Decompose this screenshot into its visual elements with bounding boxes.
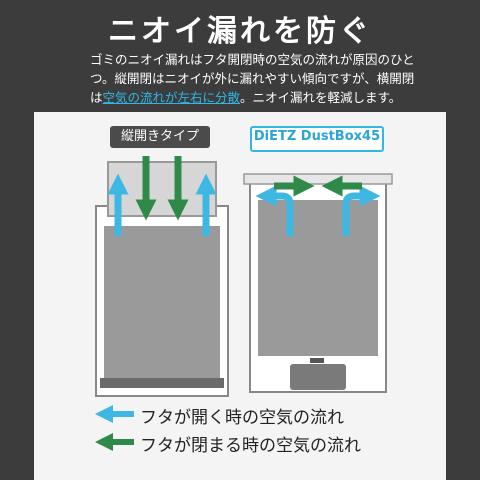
dietz-bin (243, 173, 393, 393)
legend-open: フタが開く時の空気の流れ (94, 401, 414, 431)
description-line-2: つ。縦開閉はニオイが外に漏れやすい傾向ですが、横開閉 (90, 71, 415, 86)
label-dietz-dustbox: DiETZ DustBox45 (250, 126, 384, 152)
description-line-3-suffix: 。ニオイ漏れを軽減します。 (240, 90, 402, 105)
right-bin-pedal-hinge (310, 358, 324, 363)
right-bin-lid (243, 173, 393, 185)
right-air-arrows (255, 175, 381, 236)
left-bin-base (100, 378, 224, 388)
legend-close-text: フタが閉まる時の空気の流れ (140, 436, 361, 456)
description-line-1: ゴミのニオイ漏れはフタ開閉時の空気の流れが原因のひと (90, 52, 415, 67)
right-open-arrow-right (342, 185, 381, 236)
left-air-arrows (107, 156, 217, 236)
page-title: ニオイ漏れを防ぐ (108, 14, 372, 49)
right-bin-body (258, 200, 378, 356)
description-highlight: 空気の流れが左右に分散 (102, 90, 241, 105)
legend-close: フタが閉まる時の空気の流れ (94, 429, 414, 459)
description: ゴミのニオイ漏れはフタ開閉時の空気の流れが原因のひと つ。縦開閉はニオイが外に漏… (90, 50, 480, 107)
description-line-3: は空気の流れが左右に分散。ニオイ漏れを軽減します。 (90, 88, 480, 107)
left-bin-open-lid (107, 161, 217, 217)
description-line-3-prefix: は (90, 90, 103, 105)
label-vertical-type: 縦開きタイプ (110, 126, 210, 148)
left-bin-body (104, 226, 220, 378)
right-open-arrow-left (255, 185, 294, 236)
right-bin-pedal (290, 364, 346, 390)
legend-open-text: フタが開く時の空気の流れ (140, 408, 344, 428)
header: ニオイ漏れを防ぐ ゴミのニオイ漏れはフタ開閉時の空気の流れが原因のひと つ。縦開… (0, 0, 480, 112)
